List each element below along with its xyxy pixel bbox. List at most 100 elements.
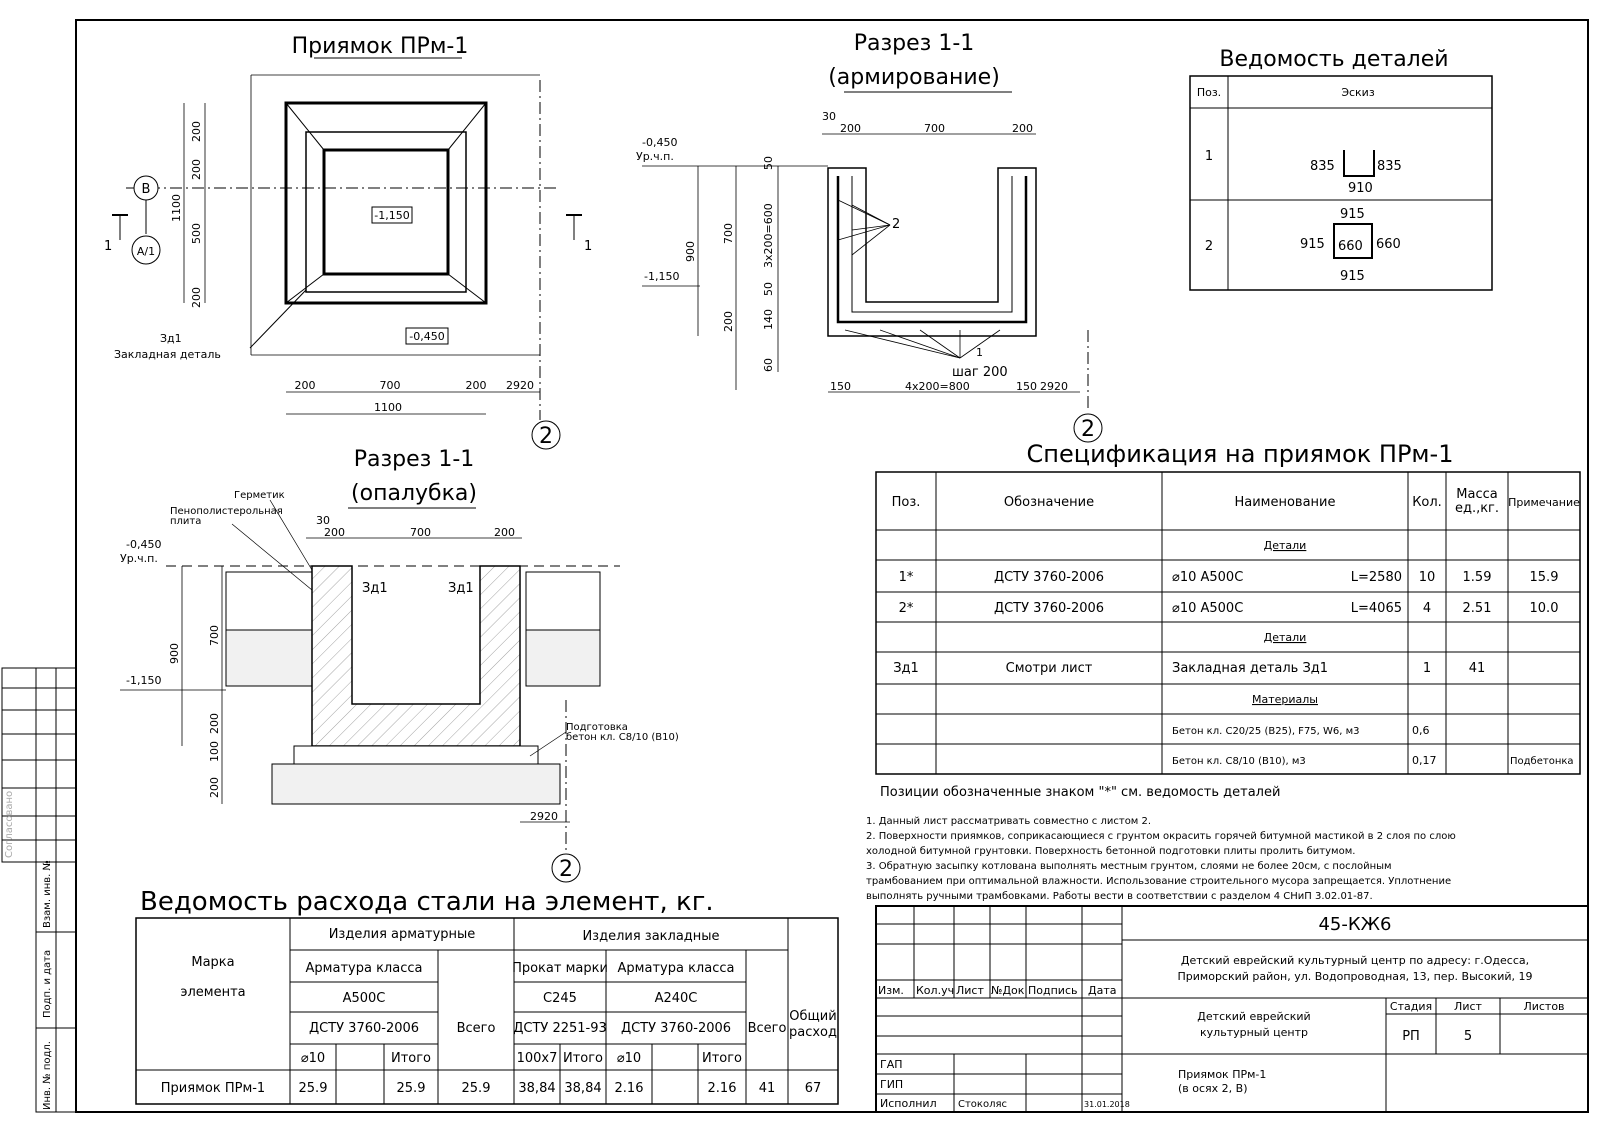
stamp-inv-podl: Инв. № подл. — [42, 1041, 53, 1110]
steel-h-total-2: Всего — [748, 1021, 787, 1036]
spec-r1-name: ⌀10 А500С — [1172, 570, 1243, 585]
formwork-dim-top-30: 30 — [316, 514, 330, 527]
spec-r2-name: ⌀10 А500С — [1172, 601, 1243, 616]
steel-h-d10: ⌀10 — [301, 1051, 325, 1066]
note-line-5: трамбованием при оптимальной влажности. … — [866, 876, 1451, 887]
rebar-pos-1: 1 — [976, 346, 983, 359]
plan-section-right: 1 — [584, 239, 592, 254]
formwork-section: Разрез 1-1 (опалубка) Герметик Пенополис… — [120, 447, 679, 883]
note-line-3: холодной битумной грунтовки. Поверхность… — [866, 846, 1355, 857]
spec-r5-qty: 0,17 — [1412, 754, 1437, 767]
plan-dim-h-3: 200 — [466, 379, 487, 392]
rebar-dim-left-50a: 50 — [762, 156, 775, 170]
formwork-title-1: Разрез 1-1 — [354, 447, 475, 472]
steel-h-total: Всего — [457, 1021, 496, 1036]
steel-consumption-table: Ведомость расхода стали на элемент, кг. — [135, 887, 839, 1105]
rebar-dim-bot-150b: 150 — [1016, 380, 1037, 393]
formwork-axis-dim: 2920 — [530, 810, 558, 823]
spec-r1-mass: 1.59 — [1463, 570, 1492, 585]
rebar-title-2: (армирование) — [828, 65, 1000, 90]
steel-row-100x7: 38,84 — [518, 1081, 555, 1096]
side-stamp — [1, 667, 77, 1113]
parts-col-pos: Поз. — [1197, 86, 1221, 99]
spec-r1-qty: 10 — [1419, 570, 1436, 585]
note-line-1: 1. Данный лист рассматривать совместно с… — [866, 816, 1151, 827]
steel-h-c245: С245 — [543, 991, 577, 1006]
steel-row-itogo: 25.9 — [397, 1081, 426, 1096]
specification-table: Спецификация на приямок ПРм-1 Поз. Обозн… — [875, 440, 1581, 800]
spec-r2-qty: 4 — [1423, 601, 1431, 616]
rebar-axis-dim: 2920 — [1040, 380, 1068, 393]
tb-sheet-1: Приямок ПРм-1 — [1178, 1068, 1266, 1081]
rebar-dim-left-140: 140 — [762, 309, 775, 330]
spec-r4-name: Бетон кл. С20/25 (В25), F75, W6, м3 — [1172, 726, 1360, 737]
tb-col-kol: Кол.уч — [916, 984, 954, 997]
stamp-soglasovano: Согласовано — [4, 791, 15, 858]
plan-dim-v-3: 500 — [190, 223, 203, 244]
formwork-zd-left: Зд1 — [362, 581, 388, 596]
rebar-level-top-sub: Ур.ч.п. — [636, 150, 674, 163]
title-block: Изм. Кол.уч Лист №Док Подпись Дата 45-КЖ… — [875, 905, 1589, 1113]
rebar-dim-900: 900 — [684, 241, 697, 262]
spec-h-mass-1: Масса — [1456, 487, 1497, 502]
formwork-level-top-sub: Ур.ч.п. — [120, 552, 158, 565]
rebar-dim-top-30: 30 — [822, 110, 836, 123]
plan-level-edge: -0,450 — [409, 330, 444, 343]
tb-code: 45-КЖ6 — [1318, 914, 1391, 935]
spec-section-materials: Материалы — [1252, 693, 1318, 706]
spec-r1-pos: 1* — [899, 570, 914, 585]
steel-h-overall-1: Общий — [789, 1009, 836, 1024]
tb-project-1: Детский еврейский культурный центр по ад… — [1181, 954, 1529, 967]
steel-h-a240: А240С — [655, 991, 698, 1006]
plan-level-center: -1,150 — [374, 209, 409, 222]
plan-dim-h-total: 1100 — [374, 401, 402, 414]
formwork-dim-left-700: 700 — [208, 625, 221, 646]
stamp-podp-data: Подп. и дата — [42, 950, 53, 1018]
tb-gip: ГИП — [880, 1078, 903, 1091]
steel-row-mark: Приямок ПРм-1 — [161, 1081, 265, 1096]
spec-r2-pos: 2* — [899, 601, 914, 616]
parts-row2-left: 915 — [1300, 237, 1325, 252]
plan-axis-letter: В — [142, 182, 151, 197]
rebar-axis-num: 2 — [1081, 417, 1095, 442]
rebar-dim-left-60: 60 — [762, 358, 775, 372]
formwork-dim-left-200b: 200 — [208, 777, 221, 798]
steel-row-overall: 67 — [805, 1081, 822, 1096]
spec-r5-name: Бетон кл. С8/10 (В10), м3 — [1172, 756, 1306, 767]
plan-dim-v-1: 200 — [190, 121, 203, 142]
rebar-dim-top-200a: 200 — [840, 122, 861, 135]
steel-h-overall-2: расход — [789, 1025, 837, 1040]
spec-h-note: Примечание — [1508, 496, 1580, 509]
steel-h-dstu-2251: ДСТУ 2251-93 — [513, 1021, 607, 1036]
formwork-label-sealant: Герметик — [234, 490, 285, 501]
parts-row1-pos: 1 — [1205, 149, 1213, 164]
spec-r2-mass: 2.51 — [1463, 601, 1492, 616]
formwork-level-top: -0,450 — [126, 538, 161, 551]
spec-h-mass-2: ед.,кг. — [1455, 501, 1499, 516]
spec-r5-note: Подбетонка — [1510, 756, 1574, 767]
steel-row-d10: 25.9 — [299, 1081, 328, 1096]
parts-row1-b: 835 — [1377, 159, 1402, 174]
steel-row-d10b: 2.16 — [615, 1081, 644, 1096]
spec-r4-qty: 0,6 — [1412, 724, 1430, 737]
steel-h-100x7: 100х7 — [517, 1051, 558, 1066]
tb-project-2: Приморский район, ул. Водопроводная, 13,… — [1178, 970, 1533, 983]
tb-building-2: культурный центр — [1200, 1026, 1308, 1039]
rebar-dim-spacing: 3х200=600 — [762, 203, 775, 268]
formwork-title-2: (опалубка) — [351, 481, 477, 506]
spec-section-details-2: Детали — [1264, 631, 1307, 644]
plan-embedded-label-2: Закладная деталь — [114, 348, 221, 361]
tb-col-ndok: №Док — [991, 984, 1025, 997]
spec-r1-note: 15.9 — [1530, 570, 1559, 585]
spec-r3-qty: 1 — [1423, 661, 1431, 676]
tb-sheet-2: (в осях 2, В) — [1178, 1082, 1248, 1095]
formwork-dim-left-100: 100 — [208, 741, 221, 762]
steel-h-itogo: Итого — [391, 1051, 431, 1066]
formwork-label-foam-2: плита — [170, 516, 201, 527]
rebar-level-bottom: -1,150 — [644, 270, 679, 283]
rebar-dim-bot-800: 4х200=800 — [905, 380, 970, 393]
spec-r3-name: Закладная деталь Зд1 — [1172, 661, 1328, 676]
rebar-dim-left-50b: 50 — [762, 282, 775, 296]
parts-col-sketch: Эскиз — [1341, 86, 1375, 99]
